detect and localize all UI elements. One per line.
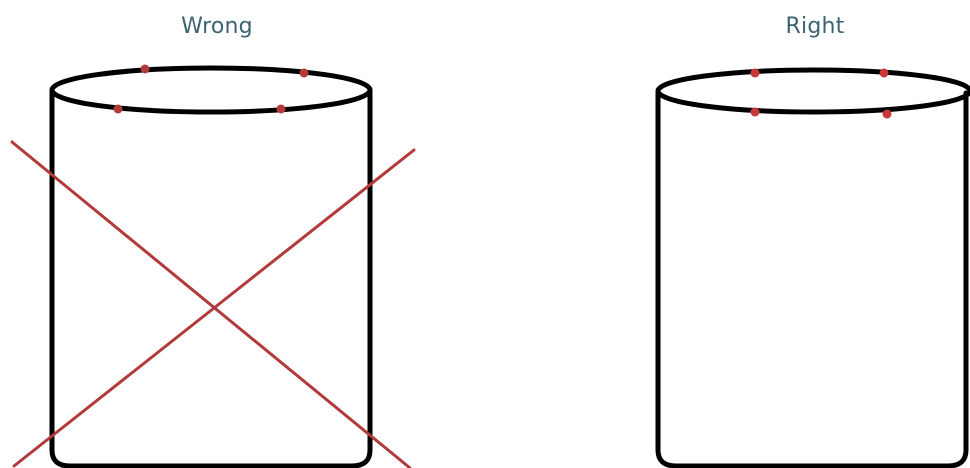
cross-out-line-2	[14, 150, 414, 466]
wrong-panel: Wrong	[0, 0, 430, 468]
right-point-4	[883, 110, 892, 119]
wrong-cylinder-top-ellipse	[52, 68, 370, 112]
wrong-cylinder-figure	[0, 0, 430, 468]
wrong-point-4	[277, 105, 286, 114]
wrong-cylinder-body	[52, 90, 370, 466]
right-cylinder-body	[658, 93, 966, 466]
right-panel: Right	[600, 0, 970, 468]
wrong-point-2	[300, 69, 309, 78]
right-point-1	[751, 69, 760, 78]
wrong-point-1	[141, 65, 150, 74]
right-point-3	[751, 108, 760, 117]
right-cylinder-figure	[600, 0, 970, 468]
right-cylinder-top-ellipse	[658, 70, 970, 112]
wrong-point-3	[114, 105, 123, 114]
right-point-2	[880, 69, 889, 78]
